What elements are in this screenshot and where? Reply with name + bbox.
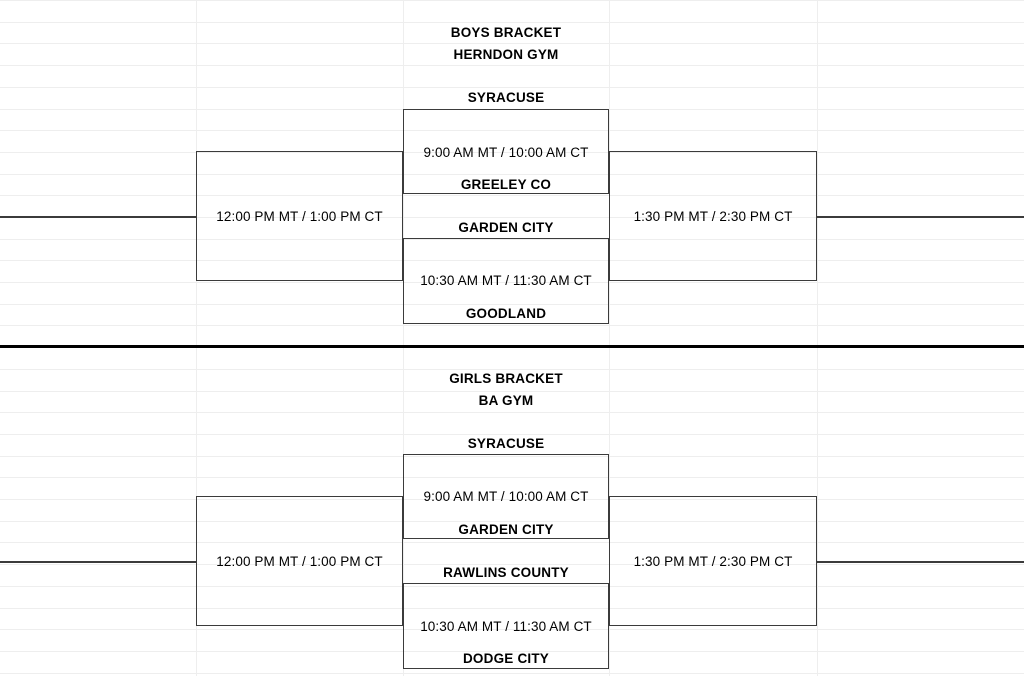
grid-column-line	[403, 0, 404, 676]
grid-row-line	[0, 325, 1024, 326]
boys-quarter-2-bottom-team: GOODLAND	[465, 306, 547, 321]
grid-row-line	[0, 391, 1024, 392]
grid-row-line	[0, 195, 1024, 196]
girls-quarter-1-box[interactable]	[403, 454, 609, 539]
boys-quarter-2-box[interactable]	[403, 238, 609, 324]
grid-row-line	[0, 43, 1024, 44]
grid-row-line	[0, 521, 1024, 522]
boys-quarter-2-time: 10:30 AM MT / 11:30 AM CT	[420, 273, 592, 288]
grid-row-line	[0, 564, 1024, 565]
boys-quarter-1-top-team: SYRACUSE	[467, 90, 545, 105]
boys-bracket-venue: HERNDON GYM	[453, 47, 559, 62]
grid-row-line	[0, 477, 1024, 478]
boys-quarter-1-bottom-team: GREELEY CO	[460, 177, 552, 192]
grid-row-line	[0, 586, 1024, 587]
grid-column-line	[609, 0, 610, 676]
section-divider	[0, 345, 1024, 348]
grid-row-line	[0, 434, 1024, 435]
boys-quarter-1-box[interactable]	[403, 109, 609, 194]
girls-quarter-1-bottom-team: GARDEN CITY	[458, 522, 554, 537]
grid-row-line	[0, 456, 1024, 457]
girls-quarter-2-box[interactable]	[403, 583, 609, 669]
boys-quarter-1-time: 9:00 AM MT / 10:00 AM CT	[423, 145, 589, 160]
girls-left-feed-line	[0, 561, 197, 563]
girls-quarter-1-top-team: SYRACUSE	[467, 436, 545, 451]
girls-quarter-2-bottom-team: DODGE CITY	[462, 651, 549, 666]
boys-quarter-2-top-team: GARDEN CITY	[458, 220, 554, 235]
grid-row-line	[0, 65, 1024, 66]
grid-row-line	[0, 673, 1024, 674]
grid-row-line	[0, 608, 1024, 609]
grid-row-line	[0, 499, 1024, 500]
grid-row-line	[0, 87, 1024, 88]
grid-row-line	[0, 152, 1024, 153]
grid-row-line	[0, 412, 1024, 413]
grid-row-line	[0, 217, 1024, 218]
grid-row-line	[0, 629, 1024, 630]
grid-row-line	[0, 239, 1024, 240]
grid-row-line	[0, 0, 1024, 1]
girls-quarter-2-time: 10:30 AM MT / 11:30 AM CT	[420, 619, 592, 634]
girls-quarter-2-top-team: RAWLINS COUNTY	[443, 565, 569, 580]
girls-right-feed-line	[816, 561, 1024, 563]
grid-row-line	[0, 542, 1024, 543]
boys-right-semifinal-time: 1:30 PM MT / 2:30 PM CT	[633, 209, 793, 224]
girls-bracket-venue: BA GYM	[478, 393, 534, 408]
grid-column-line	[817, 0, 818, 676]
grid-row-line	[0, 651, 1024, 652]
girls-right-semifinal-time: 1:30 PM MT / 2:30 PM CT	[633, 554, 793, 569]
grid-row-line	[0, 130, 1024, 131]
grid-column-line	[196, 0, 197, 676]
girls-quarter-1-time: 9:00 AM MT / 10:00 AM CT	[423, 489, 589, 504]
grid-row-line	[0, 304, 1024, 305]
girls-left-semifinal-time: 12:00 PM MT / 1:00 PM CT	[216, 554, 383, 569]
grid-row-line	[0, 174, 1024, 175]
grid-row-line	[0, 260, 1024, 261]
boys-right-feed-line	[816, 216, 1024, 218]
boys-bracket-title: BOYS BRACKET	[450, 25, 562, 40]
girls-bracket-title: GIRLS BRACKET	[449, 371, 563, 386]
grid-row-line	[0, 22, 1024, 23]
boys-left-feed-line	[0, 216, 197, 218]
grid-row-line	[0, 282, 1024, 283]
grid-row-line	[0, 369, 1024, 370]
boys-left-semifinal-time: 12:00 PM MT / 1:00 PM CT	[216, 209, 383, 224]
